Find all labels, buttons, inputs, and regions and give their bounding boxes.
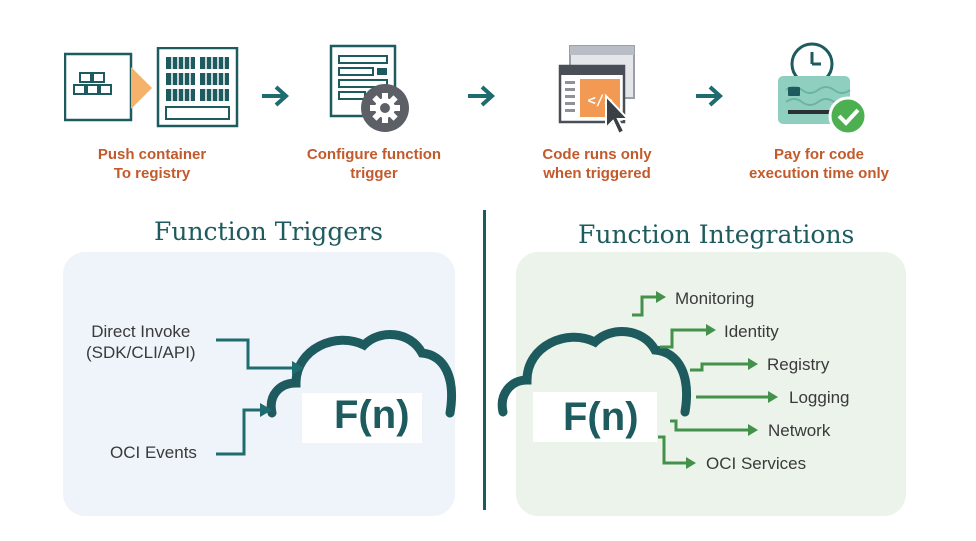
integration-logging: Logging: [789, 388, 850, 407]
trigger-arrows: [216, 338, 304, 456]
triggers-panel: [63, 252, 455, 516]
container-registry-icon: [64, 47, 239, 128]
triggers-title: Function Triggers: [154, 217, 383, 246]
integration-registry: Registry: [767, 355, 830, 374]
flow-arrow-icon: [696, 85, 723, 107]
integration-monitoring: Monitoring: [675, 289, 755, 308]
integration-network: Network: [768, 421, 831, 440]
flow-arrow-icon: [468, 85, 495, 107]
configure-gear-icon: [329, 44, 409, 132]
trigger-direct-invoke: Direct Invoke (SDK/CLI/API): [86, 322, 196, 362]
integrations-panel: [516, 252, 906, 516]
integrations-fn-label: F(n): [563, 395, 639, 439]
payment-card-clock-icon: [778, 42, 868, 136]
integrations-title: Function Integrations: [578, 220, 855, 249]
integration-oci-services: OCI Services: [706, 454, 807, 473]
flow-arrow-icon: [262, 85, 289, 107]
triggers-cloud-icon: [266, 330, 457, 443]
code-window-cursor-icon: </>: [558, 45, 635, 136]
integrations-cloud-icon: [497, 327, 691, 442]
triggers-fn-label: F(n): [334, 393, 410, 437]
step-3-label: Code runs only when triggered: [542, 146, 652, 182]
step-2-label: Configure function trigger: [306, 146, 442, 182]
section-divider: [483, 210, 486, 510]
step-1-label: Push container To registry: [97, 146, 207, 182]
step-4-label: Pay for code execution time only: [748, 146, 890, 182]
trigger-oci-events: OCI Events: [110, 443, 197, 462]
integration-identity: Identity: [724, 322, 779, 341]
integration-arrows: [632, 291, 778, 469]
